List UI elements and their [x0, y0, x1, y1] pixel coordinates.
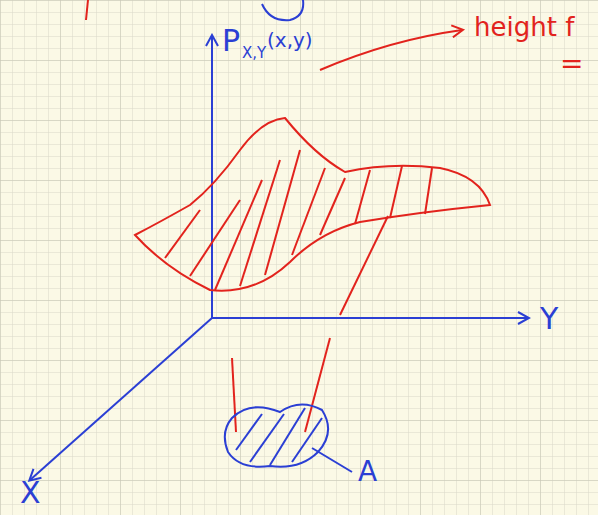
density-symbol: P [222, 26, 240, 56]
region-label: A [358, 458, 377, 486]
height-note: height f [474, 14, 574, 40]
equals-note: = [560, 50, 583, 78]
density-subscript: X,Y [242, 46, 266, 61]
density-arguments: (x,y) [267, 30, 313, 50]
axis-label: X [20, 478, 41, 508]
axis-label: Y [540, 304, 558, 334]
